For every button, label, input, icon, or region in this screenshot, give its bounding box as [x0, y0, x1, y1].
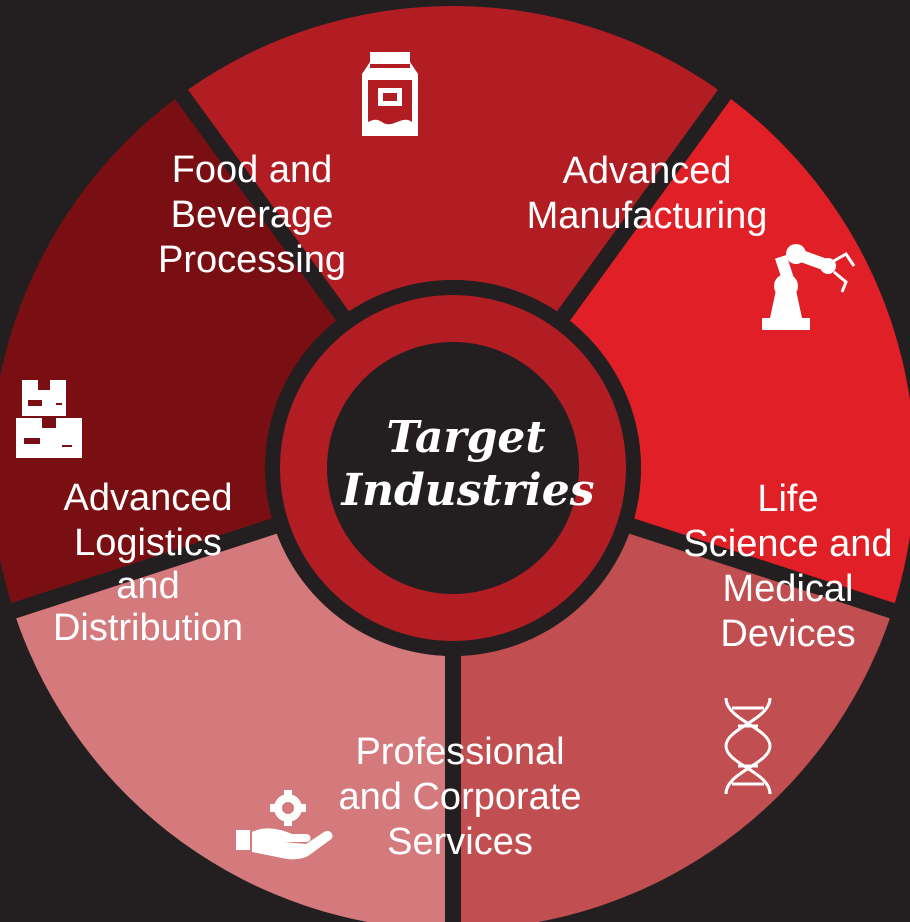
- segment-label-advanced-manufacturing: Advanced Manufacturing: [527, 150, 768, 237]
- center-title-line-1: Target: [386, 412, 545, 463]
- robot-arm-icon: [762, 244, 856, 330]
- segment-label-line: Science and: [683, 523, 892, 565]
- segment-label-line: Advanced: [562, 150, 731, 192]
- segment-label-line: and Corporate: [339, 776, 582, 818]
- segment-professional-and-corporate-services: [16, 533, 446, 922]
- hand-gear-icon: [236, 790, 333, 860]
- segment-label-line: Professional: [355, 731, 564, 773]
- segment-food-and-beverage-processing: [187, 5, 719, 312]
- segment-label-line: Beverage: [171, 194, 334, 236]
- segment-label-life-science: Life Science and Medical Devices: [683, 478, 892, 655]
- segment-advanced-manufacturing: [569, 98, 910, 604]
- segment-label-line: Processing: [158, 239, 346, 281]
- segment-label-professional-services: Professional and Corporate Services: [339, 731, 582, 863]
- dna-icon: [724, 697, 772, 795]
- segment-label-line: Manufacturing: [527, 195, 768, 237]
- center-circle: [327, 342, 579, 594]
- segment-label-line: Devices: [720, 613, 855, 655]
- segment-advanced-logistics-and-distribution: [0, 98, 337, 604]
- segment-life-science-and-medical-devices: [460, 533, 890, 922]
- boxes-icon: [16, 380, 82, 458]
- segment-label-line: Distribution: [53, 607, 243, 649]
- segment-label-food-and-beverage: Food and Beverage Processing: [158, 149, 346, 281]
- segments-layer: [0, 5, 910, 922]
- segment-label-advanced-logistics: Advanced Logistics and Distribution: [53, 477, 243, 649]
- segment-label-line: Advanced: [63, 477, 232, 519]
- segment-label-line: Life: [757, 478, 818, 520]
- segment-label-line: and: [116, 565, 179, 607]
- center-title-line-2: Industries: [339, 465, 594, 516]
- segment-label-line: Medical: [723, 568, 854, 610]
- segment-label-line: Food and: [172, 149, 333, 191]
- milk-carton-icon: [362, 52, 418, 136]
- segment-label-line: Logistics: [74, 522, 222, 564]
- segment-label-line: Services: [387, 821, 533, 863]
